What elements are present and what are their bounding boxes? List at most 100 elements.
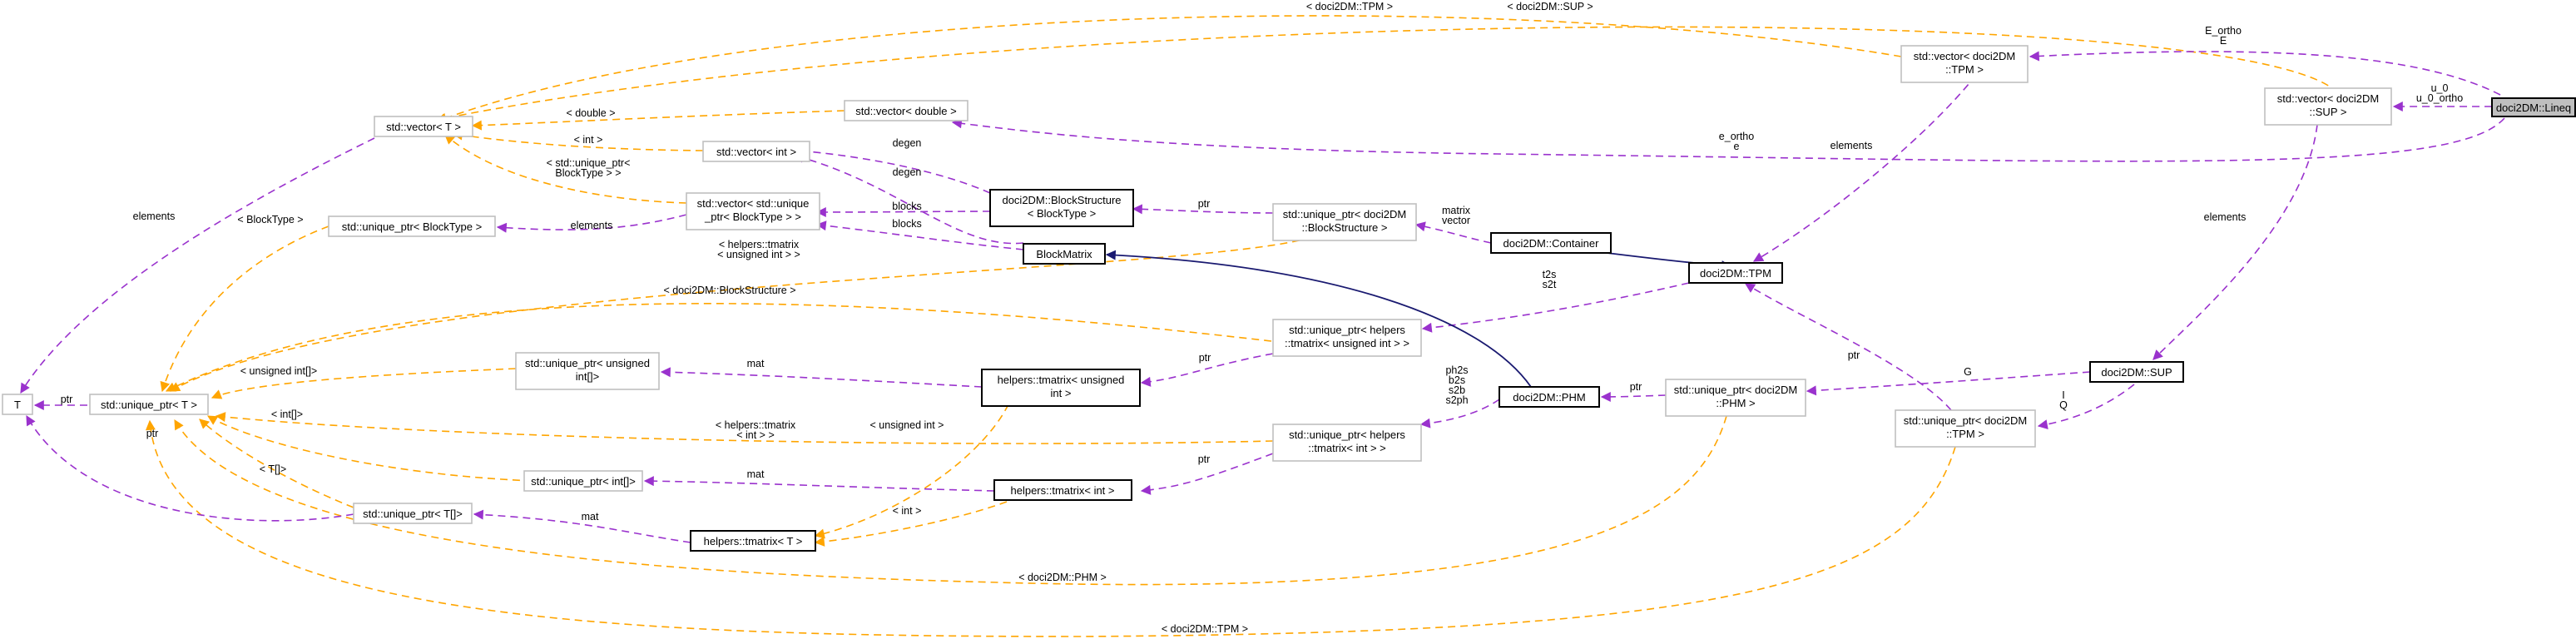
node-uptr-tmatrix-int[interactable]: std::unique_ptr< helpers::tmatrix< int >…	[1272, 424, 1422, 462]
edge-sup-to-uptr-phm	[1806, 371, 2091, 396]
text-line: int[]>	[576, 370, 600, 383]
label-mat-unsigned: mat	[747, 358, 765, 369]
text-line: T	[14, 399, 21, 411]
node-uptr-t[interactable]: std::unique_ptr< T >	[89, 394, 209, 415]
text-line: std::vector< std::unique	[697, 197, 810, 210]
svg-text:std::vector< doci2DM::SUP >: std::vector< doci2DM::SUP >	[2277, 92, 2379, 118]
edge-uptr-unsigned-array-to-uptr-t	[211, 368, 517, 399]
text-line: e	[1734, 141, 1740, 152]
svg-text:std::unique_ptr< T >: std::unique_ptr< T >	[101, 399, 197, 411]
text-line: doci2DM::PHM	[1513, 391, 1585, 404]
node-vector-tpm[interactable]: std::vector< doci2DM::TPM >	[1900, 45, 2029, 83]
node-uptr-phm[interactable]: std::unique_ptr< doci2DM::PHM >	[1665, 379, 1806, 417]
edge-phm-to-block-matrix	[1105, 250, 1532, 388]
text-line: ptr	[1848, 349, 1860, 361]
svg-text:std::unique_ptr< T[]>: std::unique_ptr< T[]>	[363, 508, 463, 520]
node-lineq[interactable]: doci2DM::Lineq	[2491, 97, 2576, 117]
text-line: < int[]>	[271, 409, 303, 420]
text-line: I	[2062, 389, 2064, 401]
edge-uptr-blockstructure-to-uptr-t	[169, 231, 1324, 392]
node-t[interactable]: T	[2, 394, 33, 415]
edge-vector-uptr-blocktype-to-vector-t	[444, 134, 687, 204]
node-vector-t[interactable]: std::vector< T >	[374, 116, 473, 137]
label-ptr-tmatrix-uint: ptr	[1199, 352, 1211, 364]
text-line: < int > >	[736, 429, 775, 441]
node-uptr-int-array[interactable]: std::unique_ptr< int[]>	[523, 470, 643, 492]
node-uptr-blockstructure[interactable]: std::unique_ptr< doci2DM::BlockStructure…	[1272, 203, 1417, 241]
label-int-template-lower: < int >	[893, 505, 922, 517]
text-line: std::unique_ptr< BlockType >	[342, 220, 482, 233]
edge-uptr-tmatrix-int-to-uptr-t	[215, 412, 1274, 444]
svg-text:BlockMatrix: BlockMatrix	[1036, 248, 1092, 260]
node-uptr-tmatrix-uint[interactable]: std::unique_ptr< helpers::tmatrix< unsig…	[1272, 319, 1422, 357]
text-line: doci2DM::BlockStructure	[1002, 194, 1121, 206]
text-line: std::vector< double >	[855, 105, 956, 117]
node-tpm[interactable]: doci2DM::TPM	[1688, 262, 1783, 284]
text-line: mat	[747, 358, 765, 369]
node-container[interactable]: doci2DM::Container	[1490, 232, 1612, 254]
text-line: < unsigned int[]>	[240, 365, 317, 377]
node-vector-sup[interactable]: std::vector< doci2DM::SUP >	[2264, 87, 2392, 126]
node-phm[interactable]: doci2DM::PHM	[1499, 386, 1600, 408]
text-line: E_ortho	[2205, 25, 2242, 37]
edge-vector-sup-to-sup	[2152, 124, 2318, 360]
edge-vector-double-to-vector-t	[471, 110, 845, 131]
label-int-array-template: < int[]>	[271, 409, 303, 420]
svg-text:std::vector< double >: std::vector< double >	[855, 105, 956, 117]
label-t-array-template: < T[]>	[260, 463, 286, 475]
text-line: std::unique_ptr< T[]>	[363, 508, 463, 520]
edge-block-structure-to-vector-int	[797, 146, 991, 194]
text-line: < unsigned int >	[870, 419, 944, 431]
text-line: std::vector< T >	[386, 121, 461, 133]
label-ptr-phm: ptr	[1630, 381, 1642, 393]
text-line: doci2DM::SUP	[2101, 366, 2172, 379]
edge-uptr-tpm-to-uptr-t	[145, 419, 1956, 637]
label-tpm-template-lower: < doci2DM::TPM >	[1162, 623, 1248, 635]
node-uptr-t-array[interactable]: std::unique_ptr< T[]>	[353, 503, 473, 524]
text-line: BlockType > >	[555, 167, 621, 179]
edge-uptr-blocktype-to-uptr-t	[160, 225, 329, 393]
node-sup[interactable]: doci2DM::SUP	[2089, 361, 2184, 383]
edge-tmatrix-t-to-uptr-t-array	[473, 509, 691, 543]
text-line: ptr	[1198, 453, 1211, 465]
svg-text:std::vector< int >: std::vector< int >	[716, 146, 796, 158]
node-tmatrix-t[interactable]: helpers::tmatrix< T >	[690, 530, 816, 552]
text-line: elements	[571, 220, 613, 231]
label-ptr-uptr-t: ptr	[61, 394, 73, 405]
node-uptr-blocktype[interactable]: std::unique_ptr< BlockType >	[328, 215, 496, 237]
text-line: mat	[582, 511, 599, 523]
text-line: elements	[2204, 211, 2247, 223]
label-degen-upper: degen	[893, 137, 922, 149]
node-block-structure[interactable]: doci2DM::BlockStructure< BlockType >	[989, 189, 1134, 227]
svg-text:doci2DM::BlockStructure< Block: doci2DM::BlockStructure< BlockType >	[1002, 194, 1121, 220]
text-line: b2s	[1449, 374, 1465, 386]
label-g: G	[1964, 366, 1972, 378]
label-ptr-t-array: ptr	[146, 428, 159, 439]
node-vector-double[interactable]: std::vector< double >	[844, 100, 968, 121]
text-line: < doci2DM::BlockStructure >	[663, 285, 795, 296]
node-vector-int[interactable]: std::vector< int >	[702, 141, 810, 162]
text-line: s2ph	[1445, 394, 1468, 406]
text-line: std::unique_ptr< T >	[101, 399, 197, 411]
node-block-matrix[interactable]: BlockMatrix	[1023, 243, 1106, 265]
text-line: ::BlockStructure >	[1302, 221, 1388, 234]
label-phm-template: < doci2DM::PHM >	[1018, 572, 1107, 583]
edge-vector-sup-to-vector-t	[435, 26, 2339, 123]
svg-text:std::unique_ptr< helpers::tmat: std::unique_ptr< helpers::tmatrix< unsig…	[1285, 324, 1409, 349]
node-uptr-tpm[interactable]: std::unique_ptr< doci2DM::TPM >	[1895, 409, 2036, 448]
text-line: elements	[133, 211, 176, 222]
text-line: ::PHM >	[1716, 397, 1755, 409]
edge-block-matrix-to-vector-uptr	[815, 220, 1024, 250]
text-line: doci2DM::TPM	[1700, 267, 1771, 280]
text-line: helpers::tmatrix< int >	[1011, 484, 1115, 497]
node-tmatrix-int[interactable]: helpers::tmatrix< int >	[993, 479, 1132, 501]
text-line: ptr	[1630, 381, 1642, 393]
text-line: ::TPM >	[1945, 63, 1984, 76]
node-vector-uptr-blocktype[interactable]: std::vector< std::unique_ptr< BlockType …	[686, 192, 820, 230]
label-mat-int: mat	[747, 468, 765, 480]
